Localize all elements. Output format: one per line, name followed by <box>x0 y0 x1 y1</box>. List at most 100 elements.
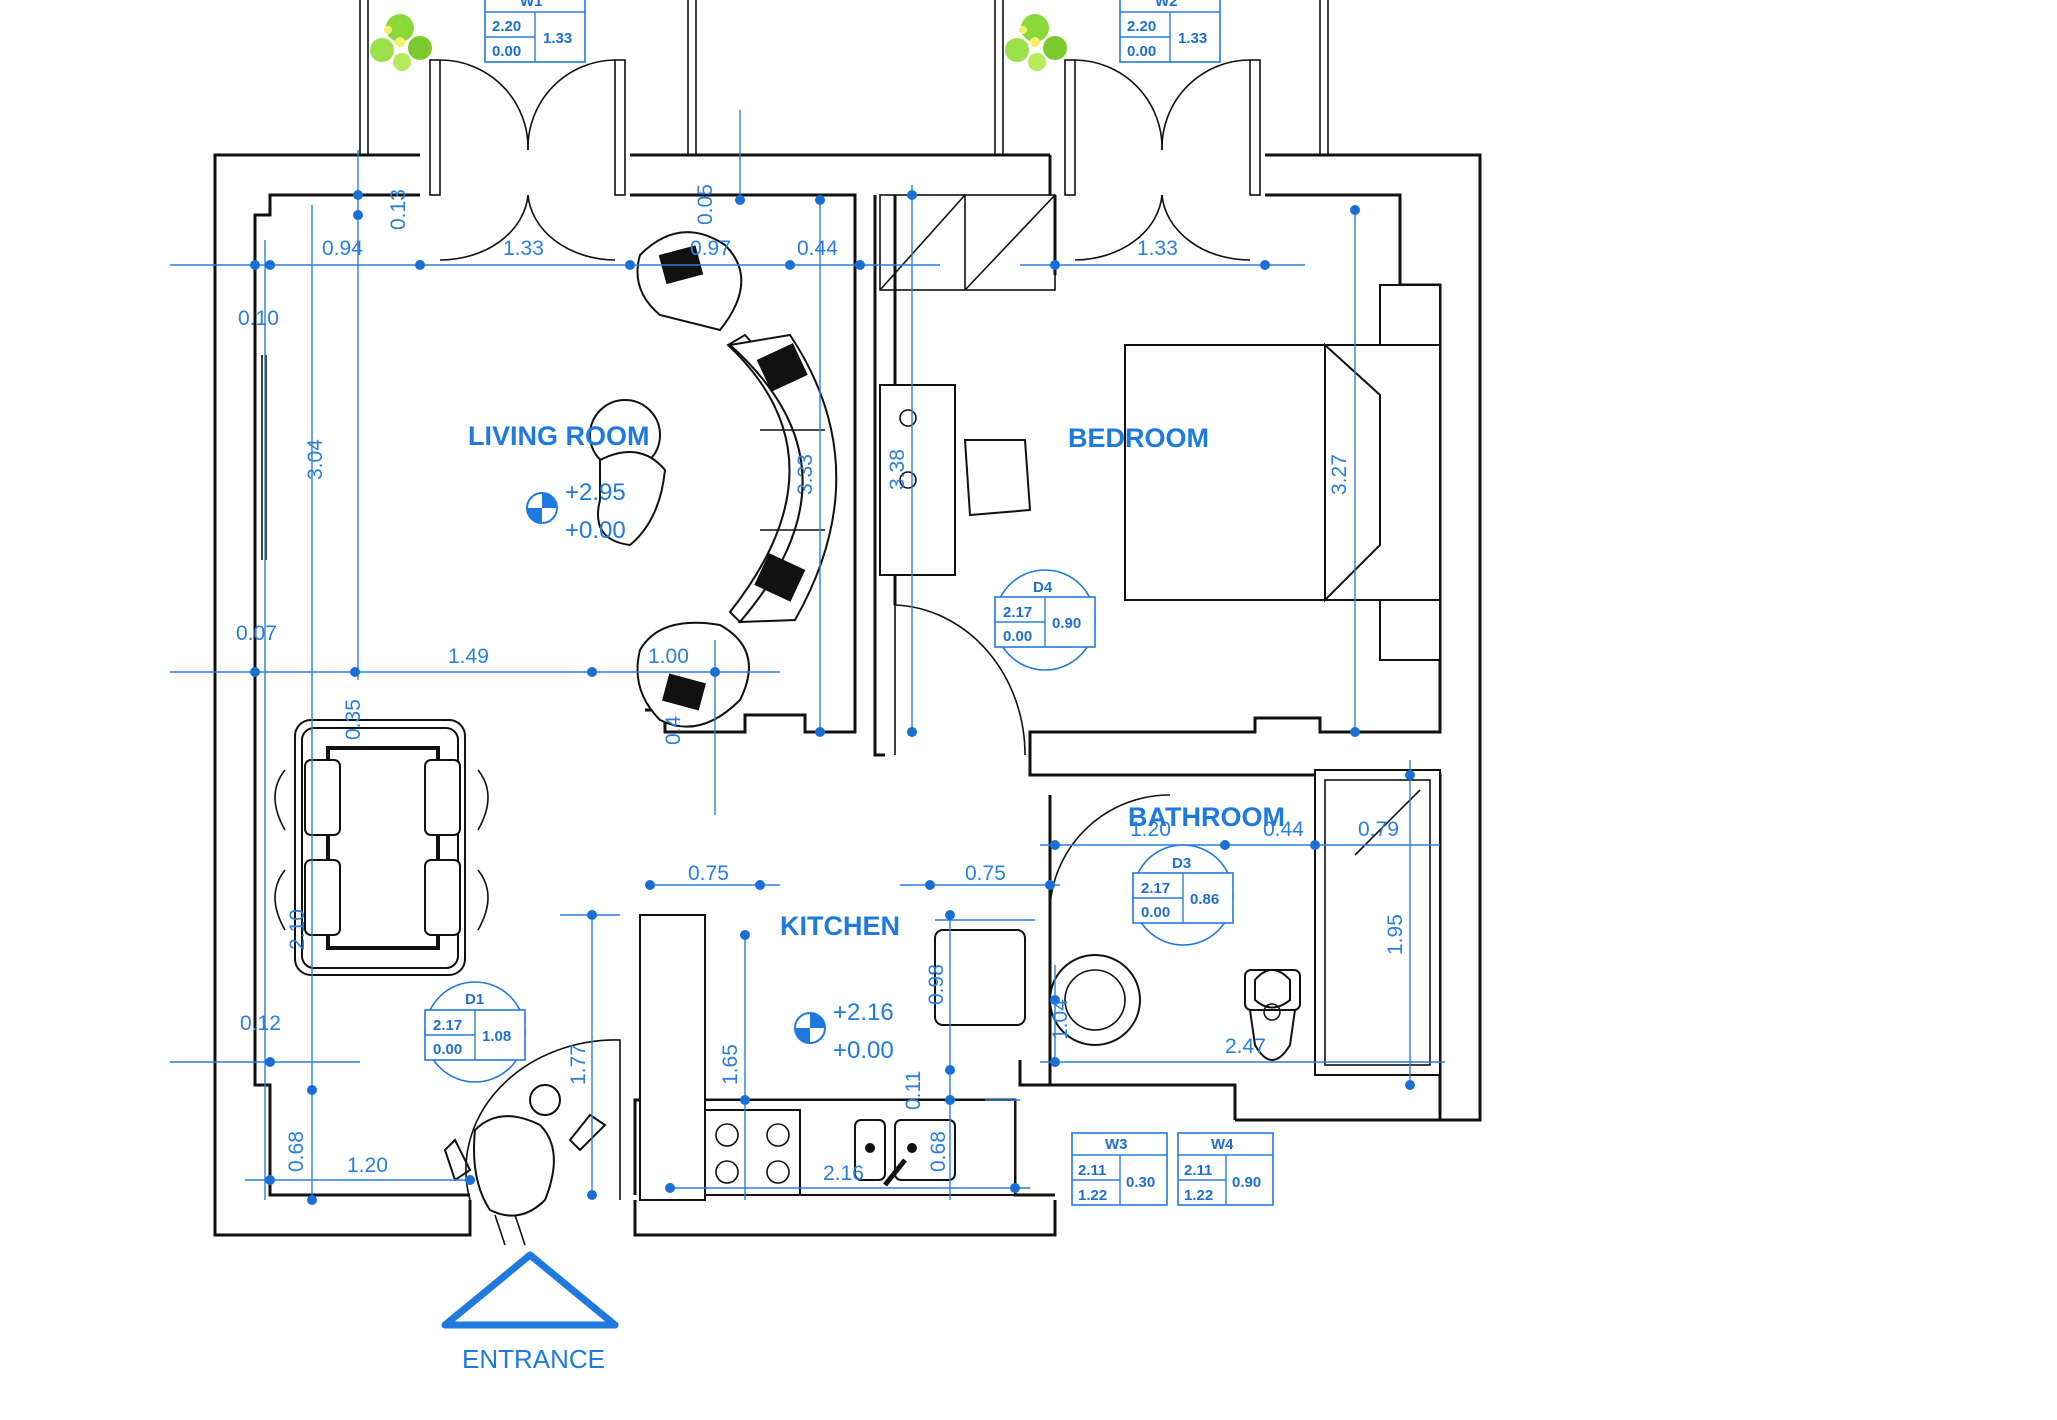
svg-text:1.22: 1.22 <box>1078 1187 1107 1204</box>
kitchen-counter <box>639 914 1016 1201</box>
armchair <box>636 231 743 332</box>
desk <box>879 384 1032 576</box>
dim-label: 0.44 <box>797 237 838 260</box>
room-label-living: LIVING ROOM <box>468 421 650 451</box>
plant-icon <box>370 14 432 71</box>
bed <box>1124 284 1441 661</box>
svg-text:0.00: 0.00 <box>492 43 521 60</box>
dim-label: 1.77 <box>567 1044 590 1085</box>
person-icon <box>443 1039 621 1246</box>
door-tag-d4: D4 2.17 0.00 0.90 <box>994 569 1096 671</box>
dimension-labels: 0.13 0.94 1.33 0.05 0.97 0.44 1.33 0.10 … <box>236 184 1407 1185</box>
svg-text:1.08: 1.08 <box>482 1028 511 1045</box>
side-table <box>589 399 667 547</box>
dim-label: 0.4 <box>662 715 685 745</box>
svg-text:0.00: 0.00 <box>1003 628 1032 645</box>
level-text: +0.00 <box>565 517 626 544</box>
svg-text:1.33: 1.33 <box>1178 30 1207 47</box>
dimension-points <box>250 190 1415 1205</box>
dim-label: 0.75 <box>965 862 1006 885</box>
dim-label: 3.38 <box>886 449 909 490</box>
svg-text:2.11: 2.11 <box>1184 1162 1212 1179</box>
dim-label: 1.20 <box>1130 818 1171 841</box>
door-tag-d3: D3 2.17 0.00 0.86 <box>1132 844 1234 946</box>
dim-label: 0.44 <box>1263 818 1304 841</box>
sofa <box>726 333 838 624</box>
dim-label: 0.13 <box>387 189 410 230</box>
dim-label: 2.47 <box>1225 1035 1266 1058</box>
dim-label: 2.16 <box>823 1162 864 1185</box>
svg-text:D4: D4 <box>1033 579 1053 596</box>
svg-text:1.22: 1.22 <box>1184 1187 1213 1204</box>
dim-label: 0.79 <box>1358 818 1399 841</box>
dim-label: 1.95 <box>1384 914 1407 955</box>
level-text: +2.16 <box>833 999 894 1026</box>
entrance-label: ENTRANCE <box>462 1344 605 1374</box>
dim-label: 0.98 <box>925 964 948 1005</box>
svg-text:2.11: 2.11 <box>1078 1162 1106 1179</box>
svg-text:0.00: 0.00 <box>433 1041 462 1058</box>
svg-text:0.00: 0.00 <box>1141 904 1170 921</box>
room-label-bedroom: BEDROOM <box>1068 423 1209 453</box>
door-tag-d1: D1 2.17 0.00 1.08 <box>424 981 526 1083</box>
svg-text:W4: W4 <box>1211 1136 1234 1153</box>
dining-table <box>274 719 489 976</box>
walls <box>213 153 1482 1237</box>
dim-label: 0.94 <box>322 237 363 260</box>
washing-machine <box>934 929 1026 1026</box>
svg-text:W3: W3 <box>1105 1136 1128 1153</box>
level-marker-icon <box>526 492 558 524</box>
dim-label: 1.33 <box>1137 237 1178 260</box>
window-tag-w1: W1 2.20 0.00 1.33 <box>484 0 586 63</box>
svg-text:2.17: 2.17 <box>1003 604 1032 621</box>
dim-label: 0.68 <box>285 1131 308 1172</box>
entrance-arrow-icon <box>441 1251 619 1329</box>
dim-label: 0.97 <box>690 237 731 260</box>
dimension-lines <box>170 110 1445 1200</box>
dim-label: 3.33 <box>794 454 817 495</box>
svg-text:2.17: 2.17 <box>433 1017 462 1034</box>
french-door-living <box>359 0 697 261</box>
svg-text:2.20: 2.20 <box>1127 18 1156 35</box>
dim-label: 1.04 <box>1049 999 1072 1040</box>
window-tag-w2: W2 2.20 0.00 1.33 <box>1119 0 1221 63</box>
french-door-bedroom <box>994 0 1329 261</box>
dim-label: 0.35 <box>342 699 365 740</box>
room-label-bathroom: BATHROOM <box>1128 802 1285 832</box>
svg-text:W1: W1 <box>520 0 543 10</box>
dim-label: 0.12 <box>240 1012 281 1035</box>
svg-text:2.17: 2.17 <box>1141 880 1170 897</box>
svg-text:0.90: 0.90 <box>1232 1174 1261 1191</box>
svg-text:0.30: 0.30 <box>1126 1174 1155 1191</box>
door-swing-d4 <box>894 604 1026 756</box>
dim-label: 3.04 <box>304 439 327 480</box>
dim-label: 0.68 <box>927 1131 950 1172</box>
svg-text:D3: D3 <box>1172 855 1191 872</box>
bathtub <box>1314 769 1441 1076</box>
svg-text:2.20: 2.20 <box>492 18 521 35</box>
svg-text:0.90: 0.90 <box>1052 615 1081 632</box>
plant-icon <box>1005 14 1067 71</box>
dim-label: 2.10 <box>286 909 309 950</box>
dim-label: 0.05 <box>694 184 717 225</box>
svg-text:W2: W2 <box>1155 0 1178 10</box>
room-label-kitchen: KITCHEN <box>780 911 900 941</box>
dim-label: 1.49 <box>448 645 489 668</box>
armchair <box>636 621 750 728</box>
svg-text:D1: D1 <box>465 991 484 1008</box>
dim-label: 3.27 <box>1328 454 1351 495</box>
dim-label: 1.33 <box>503 237 544 260</box>
level-text: +0.00 <box>833 1037 894 1064</box>
level-text: +2.95 <box>565 479 626 506</box>
dim-label: 0.75 <box>688 862 729 885</box>
dim-label: 0.07 <box>236 622 277 645</box>
dim-label: 1.65 <box>719 1044 742 1085</box>
dim-label: 0.10 <box>238 307 279 330</box>
window-tag-w3: W3 2.11 1.22 0.30 <box>1071 1132 1168 1206</box>
dim-label: 0.11 <box>902 1071 925 1110</box>
dim-label: 1.20 <box>347 1154 388 1177</box>
dim-label: 1.00 <box>648 645 689 668</box>
svg-text:0.86: 0.86 <box>1190 891 1219 908</box>
svg-text:0.00: 0.00 <box>1127 43 1156 60</box>
